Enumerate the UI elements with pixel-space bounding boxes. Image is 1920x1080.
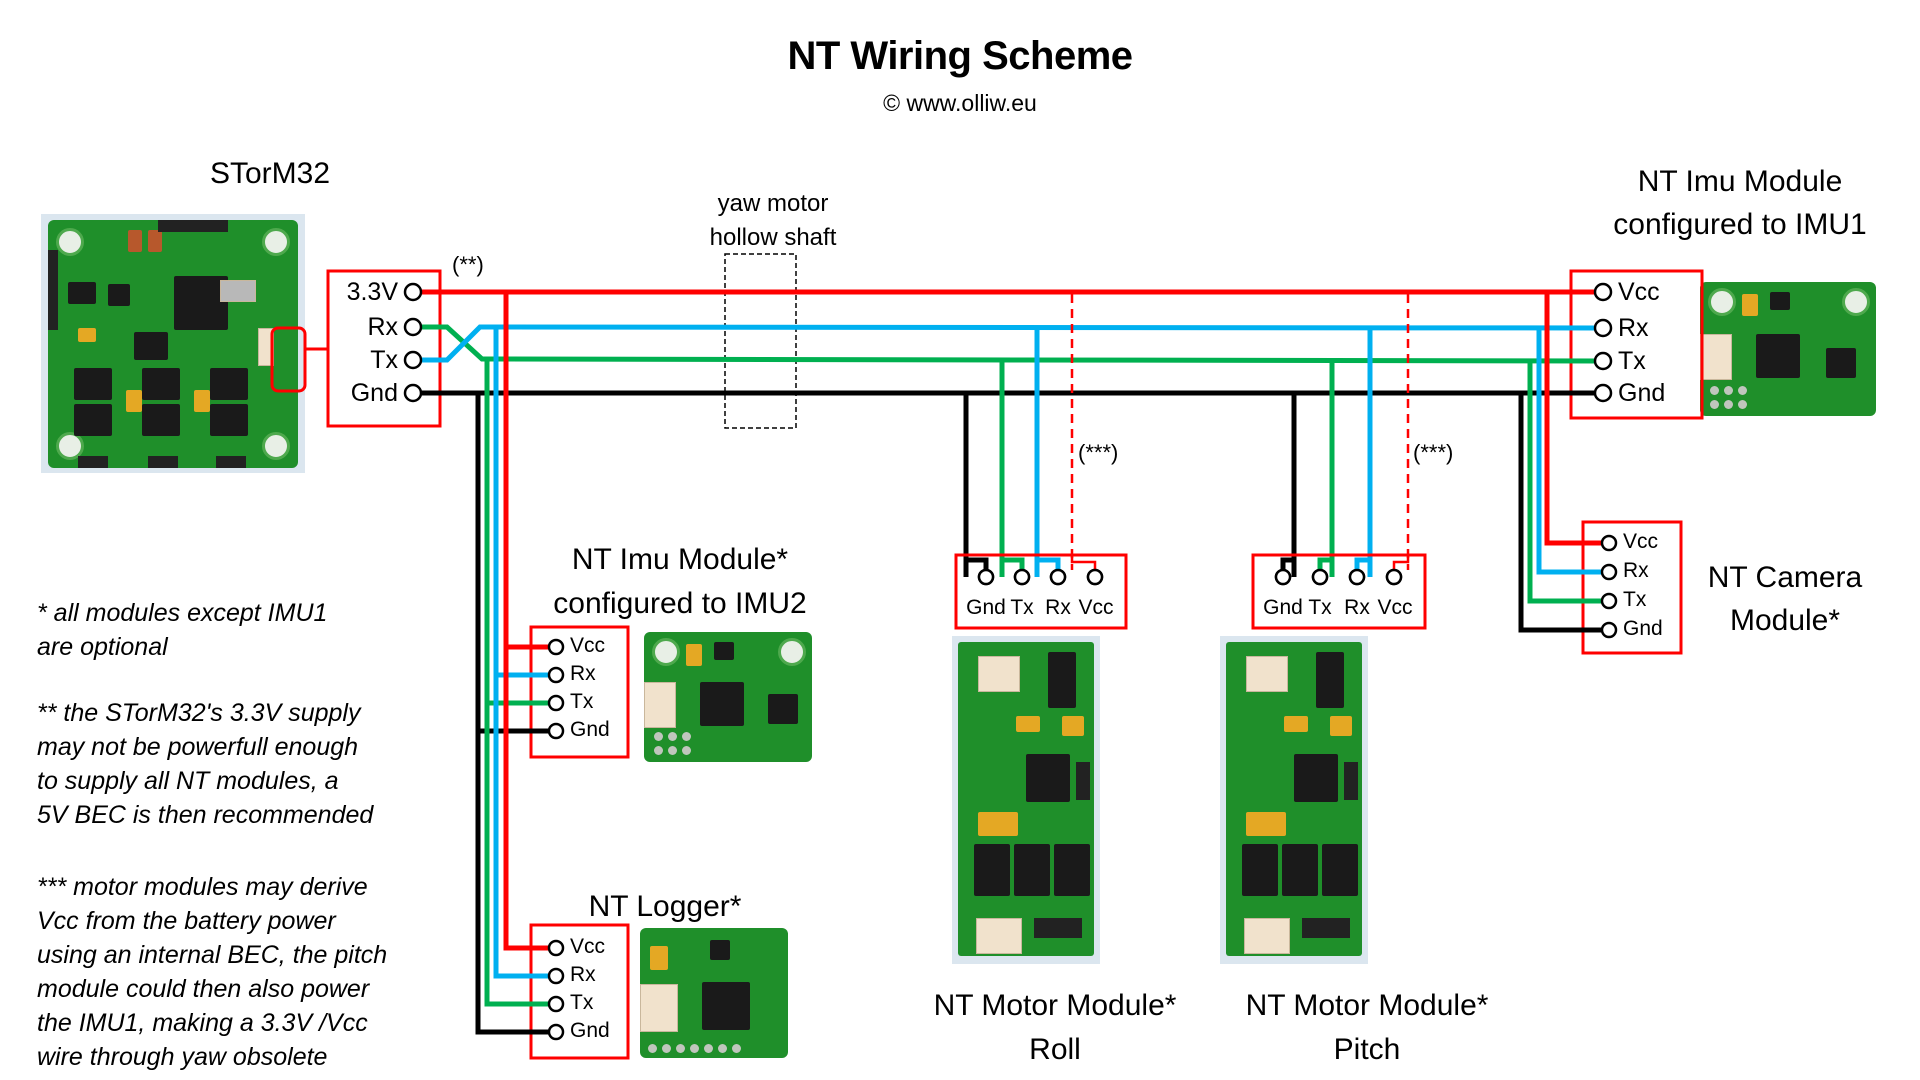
imu2-pin-label-vcc: Vcc: [570, 634, 606, 657]
pitch-motor-board-photo: [1226, 642, 1362, 956]
logger-board-photo: [640, 928, 788, 1058]
roll-pin-gnd-icon: [977, 568, 995, 586]
camera-pin-tx-icon: [1600, 592, 1618, 610]
camera-pin-label-rx: Rx: [1623, 559, 1649, 582]
roll-pin-vcc-icon: [1086, 568, 1104, 586]
motor-vcc-optional-wires: [1070, 294, 1410, 570]
camera-pin-gnd-icon: [1600, 621, 1618, 639]
imu1-title-line1: NT Imu Module: [1637, 165, 1843, 198]
camera-connector-box: [1581, 520, 1683, 655]
controller-pin-gnd-icon: [403, 383, 423, 403]
rx-wires: [413, 324, 1605, 979]
imu2-pin-tx-icon: [547, 694, 565, 712]
logger-pin-gnd-icon: [547, 1023, 565, 1041]
logger-title: NT Logger*: [588, 890, 742, 923]
roll-pin-rx-icon: [1049, 568, 1067, 586]
pitch-title-line2: Pitch: [1333, 1033, 1401, 1066]
controller-pin-label-3v3: 3.3V: [346, 278, 398, 306]
pitch-pin-label-tx: Tx: [1308, 596, 1332, 619]
camera-pin-label-gnd: Gnd: [1623, 617, 1663, 640]
pitch-pin-tx-icon: [1311, 568, 1329, 586]
gnd-wires: [413, 390, 1605, 1035]
note-motor-bec: *** motor modules may derive Vcc from th…: [37, 873, 388, 1071]
controller-pin-label-gnd: Gnd: [350, 379, 398, 407]
storm32-uart-highlight: [270, 326, 307, 393]
pitch-vcc-note-marker: (***): [1413, 440, 1454, 465]
logger-connector-box: [529, 923, 630, 1060]
camera-pin-label-vcc: Vcc: [1623, 530, 1659, 553]
imu1-title-line2: configured to IMU1: [1613, 208, 1867, 241]
controller-pin-label-rx: Rx: [367, 313, 398, 341]
imu1-pin-label-tx: Tx: [1618, 347, 1646, 375]
note-optional-modules: * all modules except IMU1 are optional: [37, 599, 328, 661]
pitch-title-line1: NT Motor Module*: [1245, 989, 1489, 1022]
logger-pin-label-rx: Rx: [570, 963, 596, 986]
imu1-pin-rx-icon: [1593, 318, 1613, 338]
pitch-pin-label-vcc: Vcc: [1377, 596, 1413, 619]
logger-pin-rx-icon: [547, 967, 565, 985]
roll-title-line2: Roll: [1029, 1033, 1081, 1066]
roll-title-line1: NT Motor Module*: [933, 989, 1177, 1022]
imu1-pin-label-gnd: Gnd: [1618, 379, 1666, 407]
controller-pin-rx-icon: [403, 317, 423, 337]
controller-pin-label-tx: Tx: [370, 346, 398, 374]
pitch-pin-vcc-icon: [1385, 568, 1403, 586]
pitch-pin-label-rx: Rx: [1344, 596, 1370, 619]
yaw-hollow-shaft-box: [724, 253, 797, 429]
imu2-title-line2: configured to IMU2: [553, 587, 807, 620]
imu1-connector-box: [1569, 269, 1704, 420]
roll-pin-label-tx: Tx: [1010, 596, 1034, 619]
controller-title: STorM32: [209, 157, 331, 190]
page-title: NT Wiring Scheme: [787, 34, 1133, 78]
pitch-pin-gnd-icon: [1274, 568, 1292, 586]
imu2-pin-rx-icon: [547, 666, 565, 684]
roll-vcc-note-marker: (***): [1078, 440, 1119, 465]
roll-motor-board-photo: [958, 642, 1094, 956]
imu2-board-photo: [644, 632, 812, 762]
imu2-pin-vcc-icon: [547, 638, 565, 656]
yaw-label-line2: hollow shaft: [709, 224, 837, 251]
logger-pin-label-vcc: Vcc: [570, 935, 606, 958]
supply-note-marker: (**): [452, 252, 484, 277]
imu1-pin-tx-icon: [1593, 351, 1613, 371]
controller-pin-tx-icon: [403, 350, 423, 370]
pitch-pin-rx-icon: [1348, 568, 1366, 586]
imu1-pin-gnd-icon: [1593, 383, 1613, 403]
imu2-pin-label-tx: Tx: [570, 690, 594, 713]
yaw-label-line1: yaw motor: [717, 190, 829, 217]
storm32-board-photo: [48, 220, 298, 468]
logger-pin-label-gnd: Gnd: [570, 1019, 610, 1042]
imu2-pin-label-rx: Rx: [570, 662, 596, 685]
controller-pin-3v3-icon: [403, 282, 423, 302]
camera-title-line2: Module*: [1729, 604, 1841, 637]
vcc-wires: [413, 289, 1605, 951]
note-3v3-supply: ** the STorM32's 3.3V supply may not be …: [37, 699, 374, 829]
camera-title-line1: NT Camera: [1707, 561, 1863, 594]
imu2-title-line1: NT Imu Module*: [571, 543, 789, 576]
camera-pin-vcc-icon: [1600, 534, 1618, 552]
copyright-subtitle: © www.olliw.eu: [883, 90, 1037, 116]
imu1-pin-vcc-icon: [1593, 282, 1613, 302]
imu2-pin-label-gnd: Gnd: [570, 718, 610, 741]
camera-pin-label-tx: Tx: [1623, 588, 1647, 611]
roll-pin-label-vcc: Vcc: [1078, 596, 1114, 619]
logger-pin-vcc-icon: [547, 939, 565, 957]
imu2-pin-gnd-icon: [547, 722, 565, 740]
roll-pin-label-rx: Rx: [1045, 596, 1071, 619]
imu2-connector-box: [529, 625, 630, 759]
logger-pin-label-tx: Tx: [570, 991, 594, 1014]
roll-pin-tx-icon: [1013, 568, 1031, 586]
imu1-pin-label-rx: Rx: [1618, 314, 1649, 342]
roll-pin-label-gnd: Gnd: [966, 596, 1006, 619]
camera-pin-rx-icon: [1600, 563, 1618, 581]
pitch-pin-label-gnd: Gnd: [1263, 596, 1303, 619]
logger-pin-tx-icon: [547, 995, 565, 1013]
imu1-pin-label-vcc: Vcc: [1618, 278, 1660, 306]
